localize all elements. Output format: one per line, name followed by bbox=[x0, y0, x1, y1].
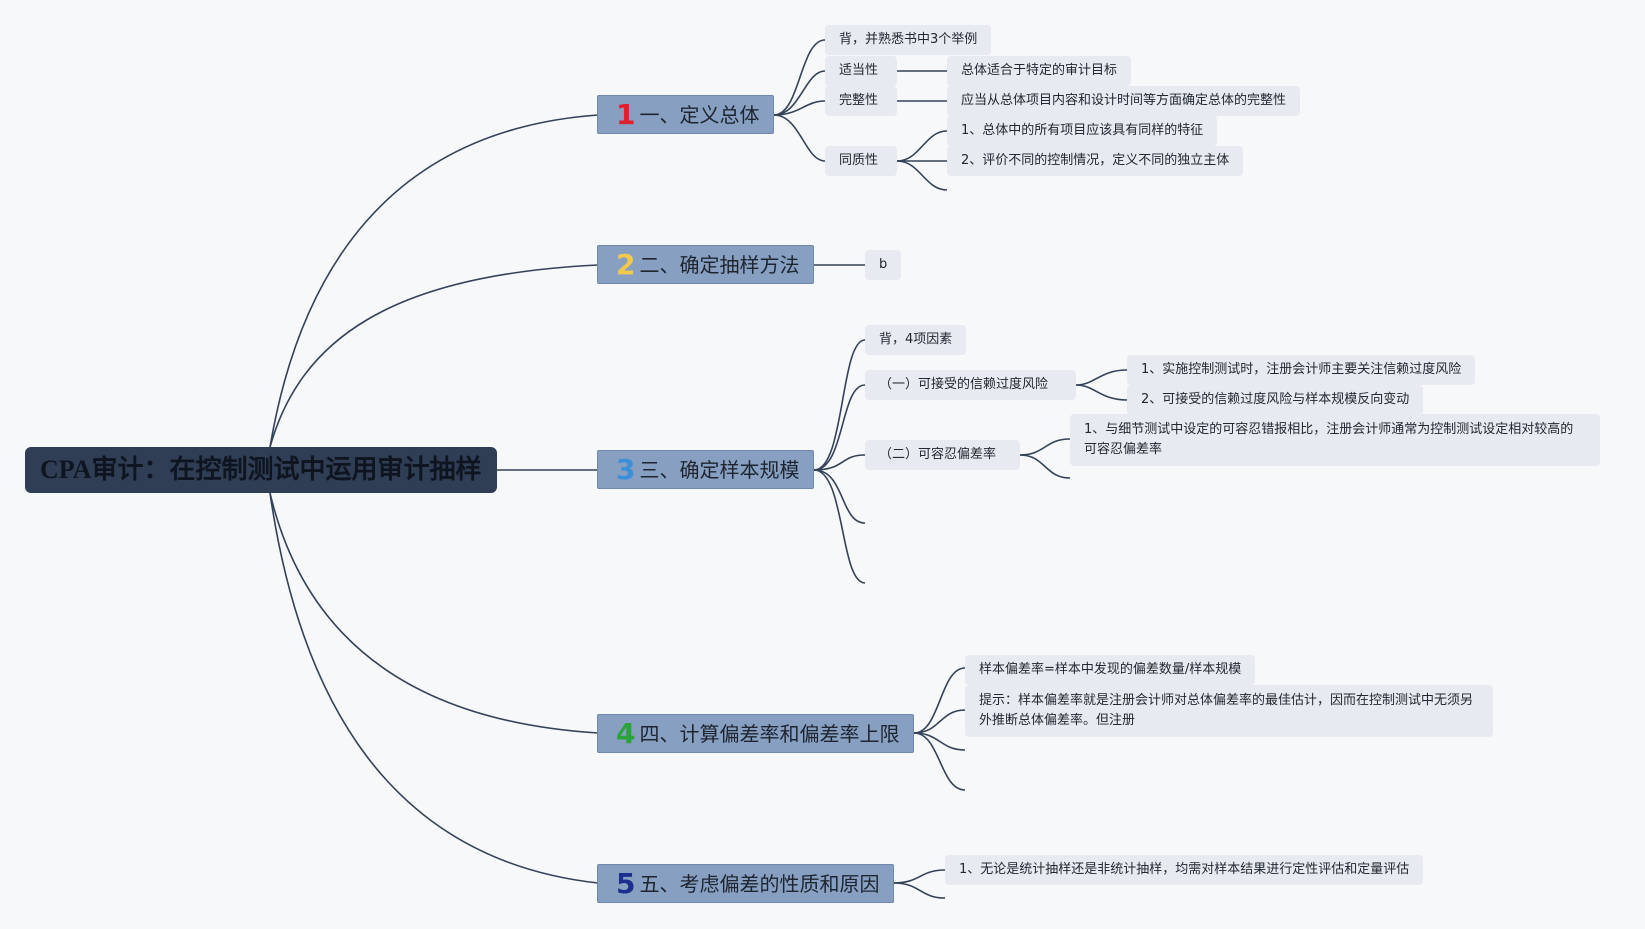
branch-label: 五、考虑偏差的性质和原因 bbox=[639, 872, 880, 896]
leaf-tolerable-1[interactable]: 1、与细节测试中设定的可容忍错报相比，注册会计师通常为控制测试设定相对较高的可容… bbox=[1070, 414, 1600, 466]
leaf-appropriateness-desc[interactable]: 总体适合于特定的审计目标 bbox=[947, 56, 1132, 86]
leaf-memorize-factors[interactable]: 背，4项因素 bbox=[865, 325, 967, 355]
number-badge-2: 2 bbox=[616, 248, 636, 281]
leaf-appropriateness[interactable]: 适当性 bbox=[825, 56, 897, 86]
leaf-homogeneity[interactable]: 同质性 bbox=[825, 146, 897, 176]
leaf-memorize-examples[interactable]: 背，并熟悉书中3个举例 bbox=[825, 25, 992, 55]
branch-label: 四、计算偏差率和偏差率上限 bbox=[639, 722, 900, 746]
leaf-homogeneity-1[interactable]: 1、总体中的所有项目应该具有同样的特征 bbox=[947, 116, 1218, 146]
leaf-acceptable-risk[interactable]: （一）可接受的信赖过度风险 bbox=[865, 370, 1076, 400]
leaf-tolerable-rate[interactable]: （二）可容忍偏差率 bbox=[865, 440, 1020, 470]
leaf-method-b[interactable]: b bbox=[865, 250, 902, 280]
leaf-deviation-formula[interactable]: 样本偏差率=样本中发现的偏差数量/样本规模 bbox=[965, 655, 1256, 685]
number-badge-4: 4 bbox=[616, 717, 636, 750]
leaf-completeness-desc[interactable]: 应当从总体项目内容和设计时间等方面确定总体的完整性 bbox=[947, 86, 1301, 116]
branch-label: 一、定义总体 bbox=[639, 103, 760, 127]
leaf-risk-2[interactable]: 2、可接受的信赖过度风险与样本规模反向变动 bbox=[1127, 385, 1424, 415]
number-badge-1: 1 bbox=[616, 98, 636, 131]
branch-label: 二、确定抽样方法 bbox=[639, 253, 800, 277]
root-topic[interactable]: CPA审计：在控制测试中运用审计抽样 bbox=[25, 447, 497, 493]
branch-label: 三、确定样本规模 bbox=[639, 458, 800, 482]
leaf-completeness[interactable]: 完整性 bbox=[825, 86, 897, 116]
number-badge-3: 3 bbox=[616, 453, 636, 486]
number-badge-5: 5 bbox=[616, 867, 636, 900]
leaf-risk-1[interactable]: 1、实施控制测试时，注册会计师主要关注信赖过度风险 bbox=[1127, 355, 1476, 385]
leaf-homogeneity-2[interactable]: 2、评价不同的控制情况，定义不同的独立主体 bbox=[947, 146, 1244, 176]
leaf-evaluation[interactable]: 1、无论是统计抽样还是非统计抽样，均需对样本结果进行定性评估和定量评估 bbox=[945, 855, 1424, 885]
leaf-deviation-hint[interactable]: 提示：样本偏差率就是注册会计师对总体偏差率的最佳估计，因而在控制测试中无须另外推… bbox=[965, 685, 1493, 737]
